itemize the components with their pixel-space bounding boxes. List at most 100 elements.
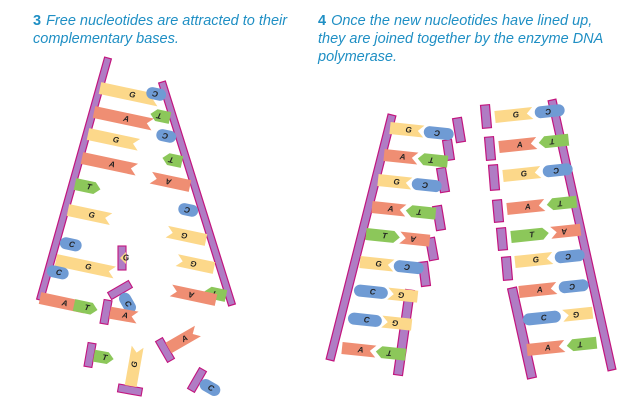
p4-right-base-A: A	[550, 223, 582, 239]
p3-free-nucleotide-7: C	[186, 366, 221, 396]
p3-right-base-C: C	[178, 203, 199, 217]
p3-free-nucleotide-4: T	[83, 341, 114, 369]
svg-text:G: G	[532, 255, 539, 265]
p3-right-nucleotide: T	[150, 109, 172, 124]
p4-right-base-A: A	[518, 282, 558, 298]
svg-text:G: G	[123, 254, 129, 263]
p3-left-nucleotide: T	[73, 178, 101, 195]
p3-right-base-A: A	[149, 171, 192, 192]
step-3-number: 3	[33, 13, 42, 29]
p4-right-base-G: G	[514, 252, 554, 268]
p4-right-base-T: T	[538, 133, 570, 149]
svg-text:C: C	[545, 107, 552, 117]
p4-right-base-G: G	[562, 306, 594, 322]
p3-left-base-C: C	[46, 265, 69, 280]
svg-text:A: A	[356, 345, 364, 355]
p4-left-pair-partner: C	[393, 260, 424, 275]
svg-text:C: C	[369, 287, 376, 297]
svg-text:T: T	[576, 340, 583, 350]
step-4-text: Once the new nucleotides have lined up, …	[318, 13, 603, 65]
p3-free-nucleotide-5-base: G	[124, 345, 144, 388]
p4-right-base-A: A	[526, 340, 566, 356]
p4-right-pair-partner: T	[546, 195, 578, 211]
p4-right-pair-partner: C	[554, 249, 585, 264]
p3-right-backbone	[157, 80, 237, 307]
p4-right-new-backbone-1	[483, 135, 497, 162]
svg-text:A: A	[187, 290, 196, 300]
p4-left-new-backbone-0	[451, 116, 467, 144]
svg-text:T: T	[155, 111, 163, 121]
p4-right-base-T: T	[566, 336, 598, 352]
svg-text:A: A	[543, 343, 551, 353]
svg-text:A: A	[515, 140, 523, 150]
svg-text:A: A	[523, 202, 531, 212]
p3-right-base-G: G	[175, 254, 216, 274]
p3-left-nucleotide: T	[72, 299, 98, 315]
p3-right-base-G: G	[165, 225, 208, 246]
p4-right-new-backbone-3	[491, 198, 505, 224]
p3-free-nucleotide-3: A	[99, 298, 139, 326]
p4-right-pair-partner: T	[538, 133, 570, 149]
svg-text:C: C	[404, 262, 411, 272]
p3-left-nucleotide: G	[66, 204, 113, 226]
step-3-text: Free nucleotides are attracted to their …	[33, 13, 288, 47]
p3-right-base-T: T	[150, 109, 172, 124]
svg-text:A: A	[561, 227, 569, 237]
p4-left-base-A: A	[383, 149, 419, 165]
p4-right-new-backbone-0	[479, 103, 493, 130]
svg-text:C: C	[183, 205, 191, 215]
svg-text:C: C	[363, 315, 370, 325]
p4-right-pair-partner: T	[566, 336, 598, 352]
p4-right-base-C: C	[542, 163, 573, 178]
svg-text:G: G	[392, 318, 399, 328]
svg-text:G: G	[375, 259, 382, 269]
svg-text:G: G	[520, 169, 527, 179]
svg-text:T: T	[415, 207, 422, 217]
svg-text:G: G	[393, 177, 400, 187]
p4-right-new-backbone-6	[506, 286, 538, 380]
p4-right-new-backbone-2	[487, 163, 501, 192]
p3-free-nucleotide-1: G	[117, 245, 129, 271]
p4-right-base-T: T	[546, 195, 578, 211]
p3-left-nucleotide: G	[98, 82, 160, 107]
p4-left-base-G: G	[359, 256, 395, 272]
p3-left-base-T: T	[73, 178, 101, 195]
svg-text:C: C	[553, 166, 560, 176]
p3-left-base-A: A	[80, 152, 139, 176]
p3-free-nucleotide-6-base: A	[165, 325, 201, 354]
svg-text:A: A	[122, 114, 131, 124]
p3-left-base-A: A	[92, 106, 154, 131]
p3-right-nucleotide: G	[175, 254, 216, 274]
p3-free-nucleotide-5: G	[116, 345, 144, 397]
p4-right-base-A: A	[506, 199, 546, 215]
p3-right-nucleotide: G	[165, 225, 208, 246]
svg-text:T: T	[548, 137, 555, 147]
p3-right-base-C: C	[146, 87, 167, 101]
p4-right-pair-partner: C	[558, 279, 589, 294]
svg-text:G: G	[573, 310, 580, 320]
svg-text:G: G	[130, 361, 140, 369]
svg-text:C: C	[123, 299, 134, 309]
svg-text:C: C	[565, 252, 572, 262]
p3-left-nucleotide: G	[86, 128, 141, 151]
svg-text:T: T	[529, 230, 536, 240]
p4-right-base-G: G	[494, 107, 534, 123]
p4-right-pair-partner: C	[542, 163, 573, 178]
p4-left-base-G: G	[381, 315, 413, 331]
svg-text:G: G	[88, 210, 96, 220]
p4-left-base-G: G	[387, 287, 419, 303]
svg-text:G: G	[180, 230, 188, 240]
p4-right-new-backbone-5	[500, 255, 514, 282]
p4-left-pair-partner: T	[405, 205, 437, 220]
svg-text:C: C	[569, 282, 576, 292]
svg-text:C: C	[161, 131, 169, 141]
